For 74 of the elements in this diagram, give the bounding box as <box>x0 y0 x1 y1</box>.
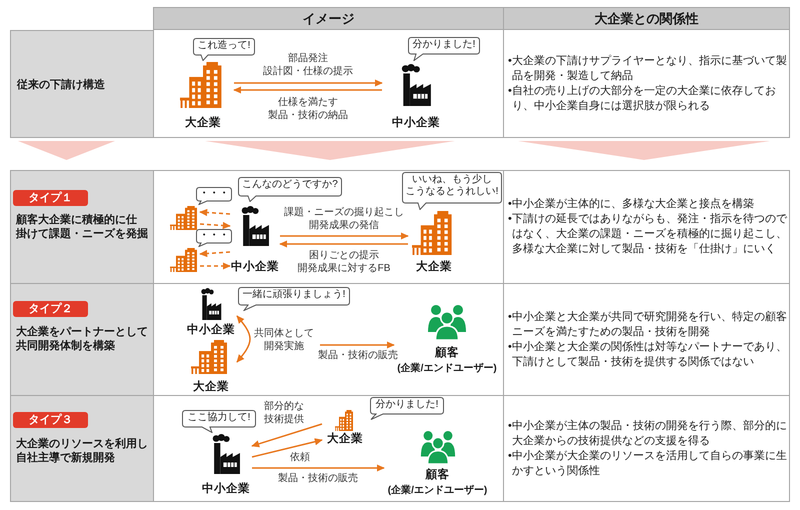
description-cell <box>504 396 790 502</box>
chevron-arrow <box>518 141 770 160</box>
row-heading: 大企業をパートナーとして共同開発体制を構築 <box>16 325 148 353</box>
dashed-arrow <box>199 250 230 258</box>
bullet-text: •自社の売り上げの大部分を一定の大企業に依存しており、中小企業自身には選択肢が限られる <box>508 84 777 114</box>
bullet-text: •大企業の下請けサプライヤーとなり、指示に基づいて製品を開発・製造して納品 <box>508 54 788 84</box>
icon-caption: 顧客 <box>434 346 460 360</box>
arrow <box>279 240 408 248</box>
bullet-text: •中小企業が主体の製品・技術の開発を行う際、部分的に大企業からの技術提供などの支援を得る <box>508 418 788 448</box>
row-heading: 大企業のリソースを利用し自社主導で新規開発 <box>16 437 148 465</box>
bullet-text: •中小企業が大企業のリソースを活用して自らの事業に生かすという関係性 <box>508 448 788 478</box>
arrow <box>280 232 409 240</box>
edge-label: 製品・技術の販売 <box>278 472 358 485</box>
speech-bubble: ここ協力して! <box>182 410 256 433</box>
edge-label: 製品・技術の販売 <box>318 349 398 362</box>
arrow <box>252 464 385 472</box>
image-cell <box>153 30 504 138</box>
speech-bubble: ・・・ <box>196 229 232 247</box>
image-cell <box>153 396 504 502</box>
description-cell <box>504 170 790 284</box>
icon-caption: 中小企業 <box>391 116 441 130</box>
edge-label: 課題・ニーズの掘り起こし開発成果の発信 <box>284 206 404 232</box>
icon-caption: 大企業 <box>192 380 230 394</box>
speech-bubble: 分かりました! <box>408 37 480 61</box>
row-header-cell <box>10 284 153 396</box>
chevron-arrow <box>18 141 115 160</box>
bullet-text: •下請けの延長ではありながらも、発注・指示を待つのではなく、大企業の課題・ニーズを積極的に掘り起こし、多様な大企業に対して製品・技術を「仕掛け」にいく <box>508 212 788 257</box>
type-badge: タイプ１ <box>13 190 88 206</box>
image-cell <box>153 284 504 396</box>
speech-bubble: こんなのどうですか? <box>238 177 342 202</box>
dashed-arrow <box>200 262 231 270</box>
curved-double-arrow <box>236 315 251 363</box>
edge-label: 仕様を満たす製品・技術の納品 <box>268 96 348 122</box>
bullet-text: •中小企業と大企業の関係性は対等なパートナーであり、下請けとして製品・技術を提供する関係ではない <box>508 340 788 370</box>
icon-caption: 顧客 <box>424 468 450 482</box>
header-cell: イメージ <box>153 7 504 30</box>
type-badge: タイプ３ <box>13 412 88 428</box>
header-cell: 大企業との関係性 <box>504 7 790 30</box>
bullet-text: •中小企業が主体的に、多様な大企業と接点を構築 <box>508 197 755 212</box>
arrow <box>252 438 323 458</box>
arrow <box>234 79 383 87</box>
row-heading: 顧客大企業に積極的に仕掛けて課題・ニーズを発掘 <box>16 213 148 241</box>
icon-caption: 中小企業 <box>230 260 280 274</box>
speech-bubble: いいね、もう少しこうなるとうれしい! <box>402 172 502 210</box>
speech-bubble: 一緒に頑張りましょう! <box>238 287 350 311</box>
description-cell <box>504 30 790 138</box>
edge-label: 依頼 <box>290 451 310 464</box>
edge-label: 困りごとの提示開発成果に対するFB <box>298 249 390 275</box>
chevron-arrow <box>205 141 455 160</box>
icon-caption: 大企業 <box>326 432 364 446</box>
speech-bubble: これ造って! <box>193 38 255 61</box>
description-cell <box>504 284 790 396</box>
icon-caption: 大企業 <box>415 260 453 274</box>
edge-label: 部分的な技術提供 <box>264 400 304 426</box>
type-badge: タイプ２ <box>13 301 88 317</box>
row-header-cell <box>10 30 153 138</box>
icon-subcaption: (企業/エンドユーザー) <box>396 362 498 376</box>
speech-bubble: ・・・ <box>196 187 232 205</box>
bullet-text: •中小企業と大企業が共同で研究開発を行い、特定の顧客ニーズを満たすための製品・技術を開発 <box>508 310 788 340</box>
row-header-cell <box>10 170 153 284</box>
row-heading: 従来の下請け構造 <box>17 78 105 92</box>
arrow <box>233 86 382 94</box>
dashed-arrow <box>199 208 230 216</box>
row-header-cell <box>10 396 153 502</box>
edge-label: 部品発注設計図・仕様の提示 <box>263 52 353 78</box>
arrow <box>320 341 395 349</box>
edge-label: 共同体として開発実施 <box>254 327 314 353</box>
icon-caption: 中小企業 <box>186 323 236 337</box>
icon-caption: 中小企業 <box>201 482 251 496</box>
dashed-arrow <box>200 222 231 230</box>
arrow <box>251 423 322 448</box>
icon-subcaption: (企業/エンドユーザー) <box>386 484 488 498</box>
speech-bubble: 分かりました! <box>370 397 444 420</box>
icon-caption: 大企業 <box>184 116 222 130</box>
